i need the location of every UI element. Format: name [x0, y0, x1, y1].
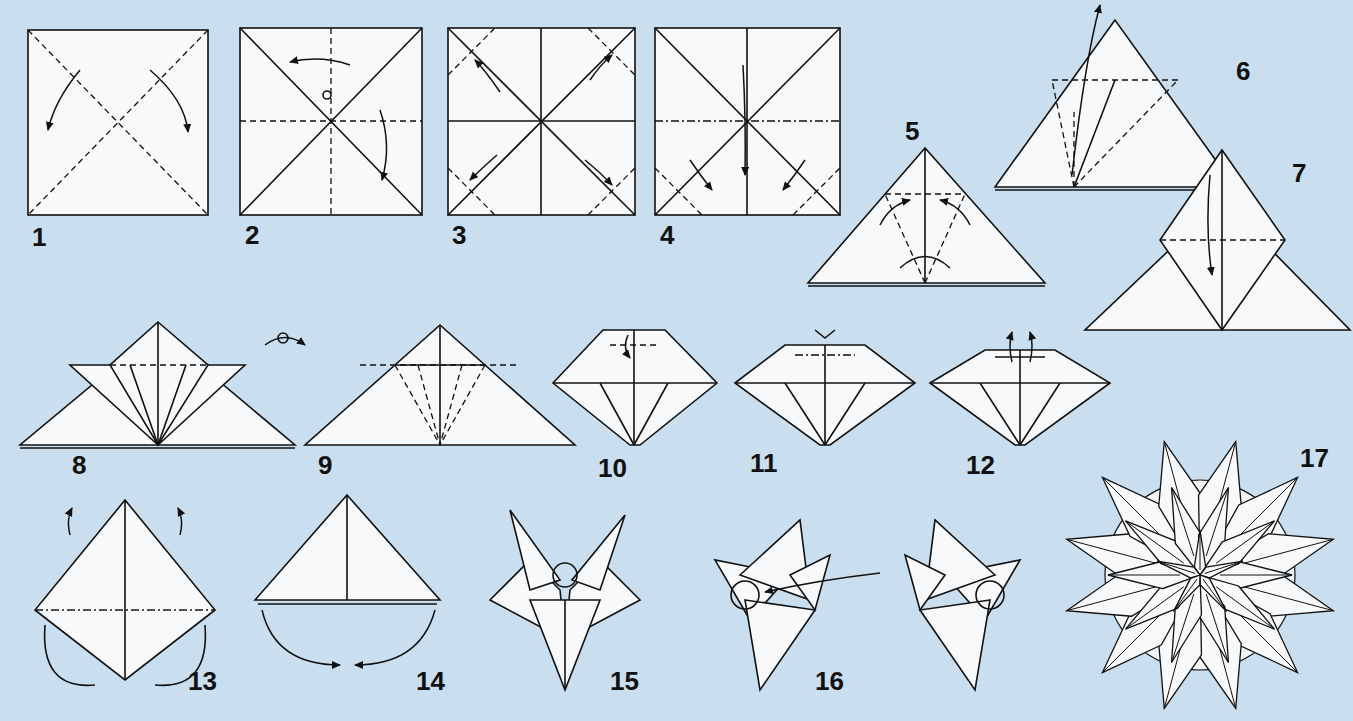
- step-number: 10: [598, 455, 627, 481]
- spike-crease: [1172, 488, 1194, 556]
- step-number: 4: [660, 222, 674, 248]
- step-8-figure: [20, 322, 305, 448]
- step-number: 6: [1236, 58, 1250, 84]
- step-10-figure: [553, 330, 717, 445]
- star-spike: [1200, 575, 1226, 611]
- step-11-figure: [735, 330, 915, 445]
- step-9-figure: [305, 325, 575, 445]
- spike-crease: [1108, 575, 1180, 576]
- step-number: 1: [32, 224, 46, 250]
- step-4-figure: [655, 28, 840, 215]
- spike-crease: [1174, 579, 1198, 611]
- step-number: 16: [815, 668, 844, 694]
- step-7-figure: [1085, 150, 1350, 330]
- spike-crease: [1216, 521, 1274, 563]
- step-12-figure: [930, 332, 1110, 445]
- step-15-figure: [490, 510, 640, 690]
- star-spike: [1108, 561, 1200, 588]
- star-spike: [1174, 575, 1200, 611]
- step-number: 2: [245, 222, 259, 248]
- step-13-figure: [35, 500, 215, 685]
- step-number: 11: [750, 450, 778, 476]
- star-spike: [1199, 575, 1229, 662]
- spike-crease: [1220, 575, 1292, 576]
- step-number: 17: [1300, 445, 1329, 471]
- step-16-figure: [715, 520, 1020, 690]
- step-number: 13: [188, 668, 217, 694]
- step-6-figure: [995, 5, 1235, 190]
- spike-crease: [1157, 561, 1195, 573]
- step-number: 8: [72, 452, 86, 478]
- star-spike: [1200, 561, 1243, 578]
- step-3-figure: [448, 28, 635, 215]
- spike-crease: [1206, 594, 1228, 662]
- spike-crease: [1200, 530, 1201, 570]
- spike-crease: [1203, 579, 1227, 611]
- step-14-figure: [255, 495, 440, 665]
- step-number: 12: [966, 452, 995, 478]
- star-spike: [1157, 561, 1200, 578]
- step-number: 7: [1292, 160, 1306, 186]
- star-spike: [1194, 530, 1205, 575]
- step-number: 5: [905, 118, 919, 144]
- step-17-figure: [1067, 442, 1334, 709]
- spike-crease: [1205, 561, 1243, 573]
- step-number: 14: [416, 668, 445, 694]
- step-number: 3: [452, 222, 466, 248]
- step-2-figure: [240, 28, 422, 215]
- step-number: 9: [318, 452, 332, 478]
- step-number: 15: [610, 668, 639, 694]
- step-1-figure: [28, 30, 208, 215]
